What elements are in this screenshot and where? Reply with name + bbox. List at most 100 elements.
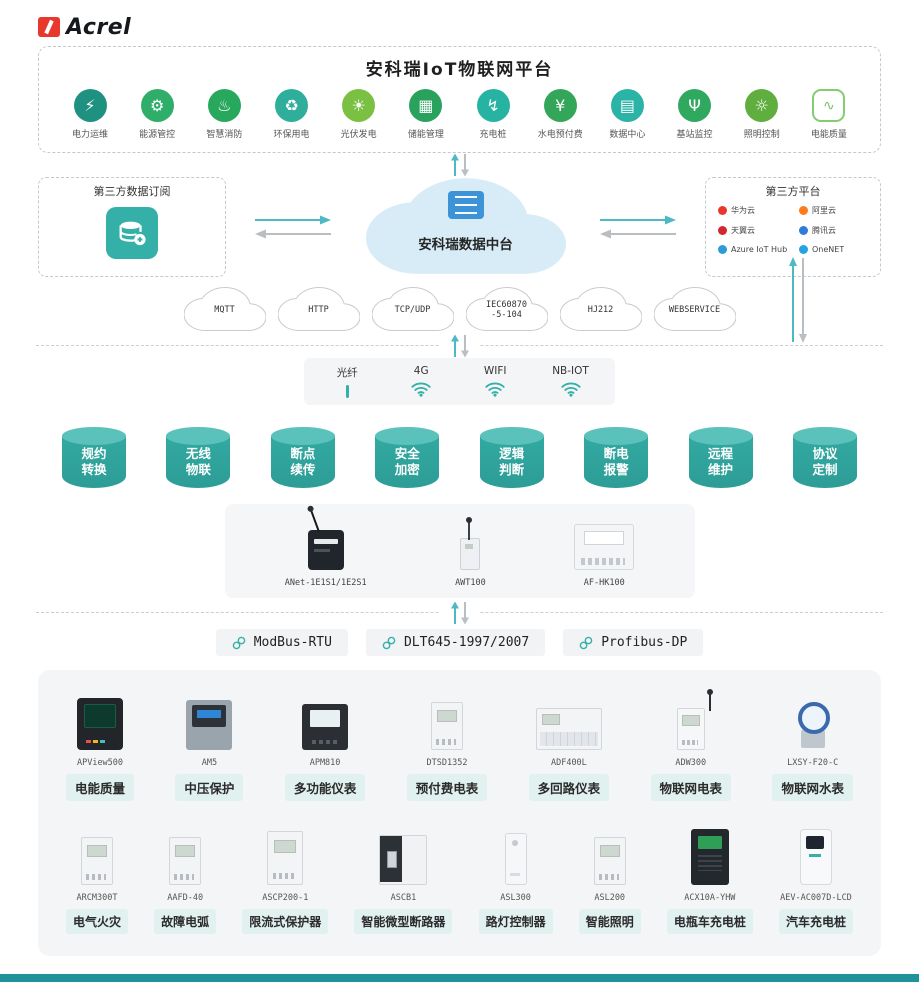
device-image-zone: [593, 827, 626, 885]
device-model: DTSD1352: [426, 758, 468, 768]
tier-exchange-arrows: [439, 334, 480, 358]
gateway-box: ANet-1E1S1/1E2S1 AWT100 AF-HK100: [224, 504, 695, 598]
device-card: LXSY-F20-C 物联网水表: [772, 692, 853, 801]
protocol-name: TCP/UDP: [394, 305, 431, 316]
protocol-cloud: MQTT: [184, 287, 266, 331]
app-icon: ▦: [409, 89, 443, 122]
app-item: ▦ 储能管理: [397, 89, 455, 140]
device-image: [81, 837, 113, 885]
gateway-model: ANet-1E1S1/1E2S1: [284, 578, 367, 588]
acrel-logo-icon: [38, 17, 60, 37]
device-image-zone: [267, 827, 304, 885]
comm-label: NB-IOT: [552, 365, 589, 377]
device-category-chip: 多功能仪表: [284, 774, 366, 801]
protocol-name: WEBSERVICE: [668, 305, 721, 316]
app-icon: ☼: [745, 89, 779, 122]
device-image-zone: [676, 689, 713, 750]
device-image: [593, 837, 626, 885]
link-icon: [232, 636, 246, 650]
app-icon: ▤: [610, 89, 644, 122]
acrel-logo: Acrel: [38, 15, 131, 40]
bus-protocol-button: DLT645-1997/2007: [365, 629, 546, 656]
provider-item: 腾讯云: [799, 225, 868, 236]
platform-exchange-arrows: [0, 153, 919, 177]
wifi-icon: [484, 380, 506, 397]
device-image: [676, 689, 713, 750]
device-card: AAFD-40 故障电弧: [154, 827, 217, 934]
device-image-zone: [302, 692, 349, 750]
app-icon: ¥: [543, 89, 577, 122]
device-model: ADF400L: [550, 758, 587, 768]
app-item: Ψ 基站监控: [666, 89, 724, 140]
device-model: ADW300: [675, 758, 707, 768]
app-label: 储能管理: [407, 130, 444, 140]
feature-cylinder: 无线 物联: [166, 427, 231, 488]
device-model: ASL200: [594, 893, 626, 903]
provider-name: 阿里云: [812, 206, 836, 215]
app-label: 环保用电: [273, 130, 310, 140]
device-card: ADW300 物联网电表: [650, 689, 732, 801]
platform-apps-row: ⚡ 电力运维 ⚙ 能源管控 ♨ 智慧消防 ♻ 环保用电: [53, 89, 866, 140]
device-category-chip: 汽车充电桩: [778, 909, 853, 934]
provider-item: 天翼云: [718, 225, 787, 236]
bus-protocol-label: ModBus-RTU: [253, 635, 332, 650]
platform-title: 安科瑞IoT物联网平台: [365, 60, 554, 80]
device-category-chip: 电气火灾: [66, 909, 129, 934]
device-category-chip: 电瓶车充电桩: [666, 909, 753, 934]
app-item: ¥ 水电预付费: [531, 89, 589, 140]
link-icon: [579, 636, 593, 650]
device-card: ADF400L 多回路仪表: [528, 692, 610, 801]
protocol-name: HJ212: [587, 305, 614, 316]
app-item: ▤ 数据中心: [598, 89, 656, 140]
app-label: 智慧消防: [206, 130, 243, 140]
provider-name: Azure IoT Hub: [731, 245, 787, 254]
integration-row: 第三方数据订阅 安科瑞数据中台 第三方平台: [38, 177, 881, 277]
provider-grid: 华为云 阿里云 天翼云 腾讯云: [714, 205, 872, 254]
provider-item: 华为云: [718, 205, 787, 216]
protocol-cloud: IEC60870 -5-104: [466, 287, 548, 331]
device-model: ASCP200-1: [262, 893, 309, 903]
acrel-logo-text: Acrel: [66, 14, 132, 40]
protocol-name: IEC60870 -5-104: [486, 300, 527, 320]
antenna-icon: [466, 517, 473, 540]
gateway-item: ANet-1E1S1/1E2S1: [284, 510, 367, 588]
up-down-arrows-icon: [447, 334, 473, 358]
device-category-chip: 路灯控制器: [478, 909, 553, 934]
device-image-zone: [794, 692, 832, 750]
comm-label: WIFI: [483, 365, 507, 377]
device-model: ARCM300T: [76, 893, 118, 903]
wifi-icon: [410, 380, 432, 397]
bus-protocol-label: Profibus-DP: [601, 635, 688, 650]
device-model: APView500: [76, 758, 124, 768]
tier-divider: [36, 601, 883, 625]
bus-protocol-button: Profibus-DP: [563, 629, 704, 656]
up-down-arrows-icon: [447, 153, 473, 177]
app-label: 电能质量: [810, 130, 847, 140]
provider-item: 阿里云: [799, 205, 868, 216]
device-image: [794, 702, 832, 750]
right-exchange-arrows: [572, 177, 706, 277]
bus-protocol-button: ModBus-RTU: [215, 629, 348, 656]
provider-item: OneNET: [799, 245, 868, 254]
device-image: [535, 708, 602, 750]
footer-bar: [0, 974, 919, 982]
app-item: ∿ 电能质量: [800, 89, 858, 140]
protocol-cloud: HTTP: [278, 287, 360, 331]
device-category-chip: 智能微型断路器: [354, 909, 453, 934]
device-image: [77, 698, 123, 750]
feature-cylinder: 安全 加密: [375, 427, 440, 488]
app-icon: Ψ: [678, 89, 712, 122]
antenna-icon: [706, 689, 713, 711]
bidirectional-arrows-icon: [789, 257, 807, 343]
link-icon: [382, 636, 396, 650]
app-label: 充电桩: [479, 130, 507, 140]
app-label: 基站监控: [676, 130, 713, 140]
gateway-device-image: [574, 524, 635, 570]
platform-box: 安科瑞IoT物联网平台 ⚡ 电力运维 ⚙ 能源管控 ♨ 智慧消防: [38, 46, 881, 153]
comm-label: 4G: [413, 365, 429, 377]
provider-logo-icon: [718, 206, 727, 215]
app-item: ♨ 智慧消防: [195, 89, 253, 140]
bidirectional-arrows-icon: [598, 212, 678, 242]
device-image-zone: [186, 692, 233, 750]
devices-box: APView500 电能质量 AM5 中压保护 APM810: [38, 670, 881, 956]
